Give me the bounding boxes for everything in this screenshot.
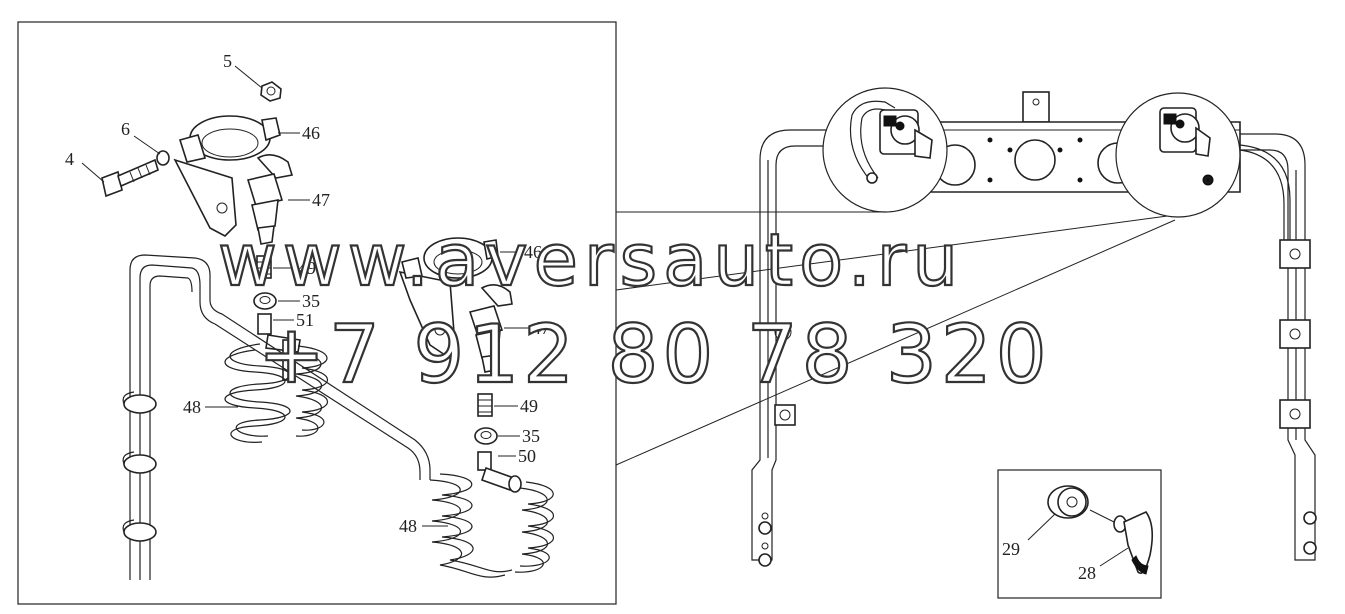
detail-frame-small [997, 469, 1162, 599]
hose-rail-left [122, 254, 431, 580]
callout-51: 51 [296, 310, 314, 330]
leader-29 [1027, 513, 1056, 541]
coiled-hose-part-48-upper [224, 343, 329, 443]
callout-28: 28 [1078, 563, 1096, 583]
clip-3 [122, 519, 157, 542]
callout-48-lower: 48 [399, 516, 417, 536]
callout-leaders [81, 65, 530, 527]
nut-part-5 [260, 81, 282, 102]
bracket-assembly-upper [101, 81, 301, 381]
detail-leader-lines [615, 211, 1176, 466]
callout-48-upper: 48 [183, 397, 201, 417]
fitting-part-49-lower [477, 393, 493, 417]
callout-50: 50 [518, 446, 536, 466]
coiled-hose-part-48-lower [429, 473, 555, 578]
callout-49-lower: 49 [520, 396, 538, 416]
watermark-phone: +7 912 80 78 320 [258, 308, 1051, 401]
callout-6: 6 [121, 119, 130, 139]
nut-part-35-upper [253, 292, 277, 310]
elbow-part-50 [477, 451, 522, 493]
callout-46-lower: 46 [524, 242, 542, 262]
callout-5: 5 [223, 51, 232, 71]
callout-47-upper: 47 [312, 190, 330, 210]
dummy-coupling-part-28 [1089, 509, 1154, 575]
callout-47-lower: 47 [532, 318, 550, 338]
detail-circle-left [822, 87, 948, 213]
clip-1 [122, 391, 157, 414]
callout-35-upper: 35 [302, 291, 320, 311]
detail-frame-left [17, 21, 617, 605]
callout-49-upper: 49 [298, 258, 316, 278]
leader-28 [1099, 547, 1129, 567]
callout-46-upper: 46 [302, 123, 320, 143]
watermark-site: www.aversauto.ru [218, 218, 964, 302]
cap-part-29 [1047, 485, 1089, 519]
bracket-assembly-lower [398, 237, 522, 493]
detail-circle-right [1115, 92, 1241, 218]
callout-29: 29 [1002, 539, 1020, 559]
clip-2 [122, 451, 157, 474]
gladhand-part-47-upper [246, 154, 294, 245]
callout-35-lower: 35 [522, 426, 540, 446]
gladhand-part-47-lower [468, 284, 513, 373]
washer-part-6 [156, 150, 170, 166]
fitting-part-49-upper [256, 255, 272, 279]
nut-part-35-lower [474, 427, 498, 445]
callout-4: 4 [65, 149, 74, 169]
bolt-part-4 [101, 158, 159, 198]
